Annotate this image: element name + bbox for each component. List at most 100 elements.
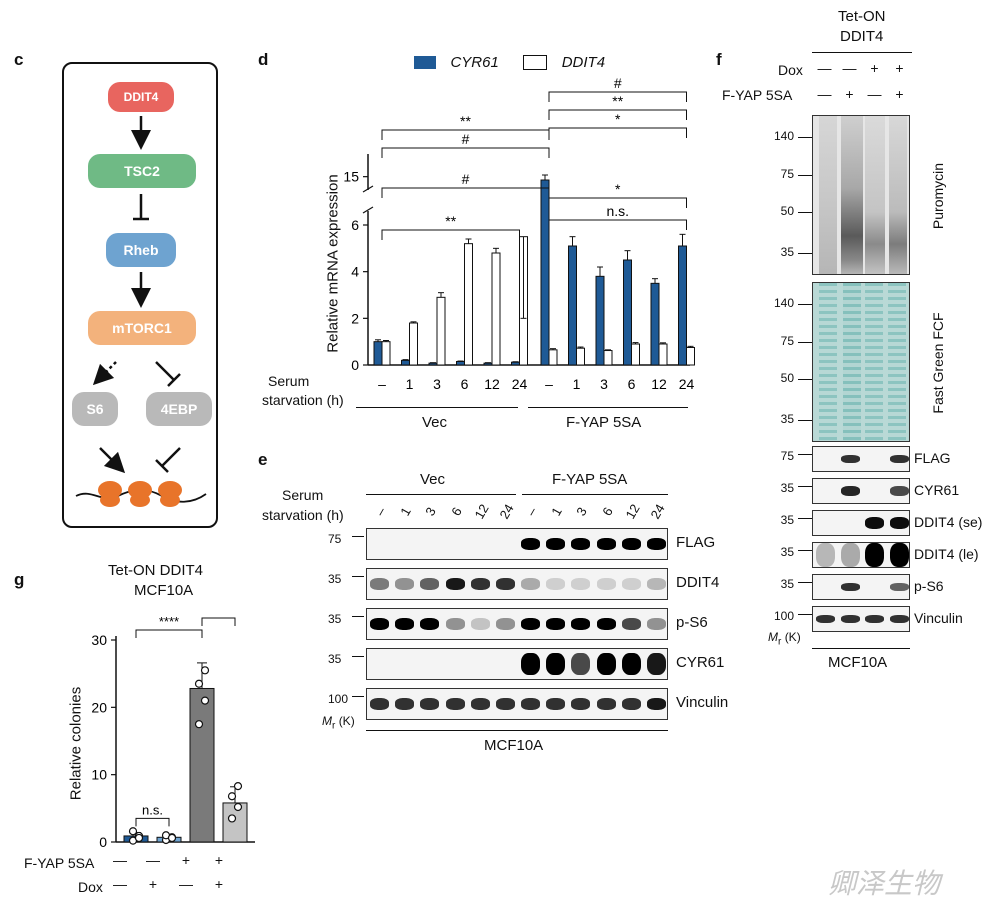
blot-mw-tick bbox=[798, 614, 812, 615]
blot-band bbox=[370, 618, 390, 630]
chart-d-group-line-vec bbox=[356, 407, 518, 408]
blot-band bbox=[571, 653, 591, 675]
blot-band bbox=[621, 578, 641, 590]
x-tick-label: 6 bbox=[628, 376, 636, 392]
blot-band bbox=[596, 538, 616, 550]
panel-letter-c: c bbox=[14, 50, 24, 69]
blot-band bbox=[621, 538, 641, 550]
blot-band bbox=[420, 698, 440, 710]
bar-cyr61 bbox=[456, 361, 465, 366]
blot-band bbox=[816, 543, 835, 567]
blot-strip bbox=[812, 606, 910, 632]
pathway-diagram bbox=[62, 62, 218, 528]
condition-yap: + bbox=[895, 86, 904, 102]
blot-f-conditions: ——++—+—+ bbox=[812, 60, 912, 110]
blot-mw-label: 35 bbox=[780, 545, 794, 559]
significance-label: ** bbox=[445, 213, 456, 229]
x-tick-label: 24 bbox=[679, 376, 695, 392]
blot-band bbox=[495, 618, 515, 630]
blot-f-title-line bbox=[812, 52, 912, 53]
chart-d-ylabel: Relative mRNA expression bbox=[324, 174, 342, 353]
lane-label: 24 bbox=[496, 501, 517, 522]
blot-band bbox=[621, 618, 641, 630]
blot-mw-tick bbox=[352, 656, 364, 657]
x-tick-label: 3 bbox=[433, 376, 441, 392]
blot-band bbox=[571, 578, 591, 590]
bar bbox=[189, 687, 215, 843]
blot-label: DDIT4 (se) bbox=[914, 514, 983, 530]
chart-d-group-line-yap bbox=[528, 407, 688, 408]
blot-strip bbox=[812, 542, 910, 568]
blot-band bbox=[495, 578, 515, 590]
blot-band bbox=[646, 538, 666, 550]
blot-band bbox=[889, 543, 909, 567]
blot-label: FLAG bbox=[676, 534, 716, 551]
significance-bracket bbox=[201, 617, 236, 626]
blot-mw-tick bbox=[798, 454, 812, 455]
blot-mw-label: 35 bbox=[328, 572, 342, 586]
blot-band bbox=[889, 455, 909, 463]
bar-cyr61 bbox=[623, 259, 632, 366]
blot-strip bbox=[812, 510, 910, 536]
bar-ddit4 bbox=[631, 343, 640, 366]
bar-ddit4 bbox=[436, 296, 446, 366]
blot-band bbox=[646, 653, 666, 675]
mw-label: 75 bbox=[780, 167, 794, 181]
data-point bbox=[194, 720, 204, 729]
significance-bracket bbox=[135, 629, 203, 638]
blot-e-cell-line: MCF10A bbox=[484, 737, 544, 754]
blot-band bbox=[840, 583, 860, 591]
lane-label: 3 bbox=[422, 504, 440, 519]
y-tick-label: 20 bbox=[91, 699, 107, 715]
significance-label: * bbox=[615, 181, 621, 197]
blot-label: p-S6 bbox=[914, 578, 944, 594]
legend-swatch-ddit4 bbox=[523, 55, 548, 71]
panel-letter-e: e bbox=[258, 450, 268, 469]
significance-label: n.s. bbox=[142, 802, 163, 817]
significance-label: ** bbox=[460, 113, 471, 129]
lane-label: – bbox=[523, 504, 540, 519]
significance-label: # bbox=[614, 75, 622, 91]
blot-strip bbox=[366, 688, 668, 720]
x-tick-label: 6 bbox=[461, 376, 469, 392]
blot-strip bbox=[366, 568, 668, 600]
mw-tick bbox=[798, 175, 812, 176]
lane-label: 12 bbox=[471, 501, 492, 522]
blot-band bbox=[621, 698, 641, 710]
pathway-node-ddit4: DDIT4 bbox=[108, 82, 174, 112]
mw-tick bbox=[798, 379, 812, 380]
significance-bracket bbox=[381, 147, 550, 158]
mw-tick bbox=[798, 342, 812, 343]
blot-f-mr-label: Mr (K) bbox=[768, 630, 801, 648]
data-point bbox=[233, 782, 243, 791]
arrow-dotted bbox=[92, 361, 117, 386]
condition-yap: — bbox=[867, 86, 882, 102]
blot-label: FLAG bbox=[914, 450, 951, 466]
condition-dox: — bbox=[817, 60, 832, 76]
blot-band bbox=[521, 578, 541, 590]
significance-bracket bbox=[381, 229, 520, 240]
condition-yap: + bbox=[214, 852, 224, 868]
chart-d-xrow-label-2: starvation (h) bbox=[262, 392, 344, 408]
y-tick-label: 6 bbox=[351, 217, 359, 233]
mw-tick bbox=[798, 253, 812, 254]
blot-e-row-label-1: Serum bbox=[282, 487, 324, 503]
mw-label: 35 bbox=[780, 412, 794, 426]
mw-label: 75 bbox=[780, 334, 794, 348]
bar-cyr61 bbox=[595, 275, 605, 366]
blot-e-baseline bbox=[366, 730, 668, 731]
chart-d-xrow-label-1: Serum bbox=[268, 373, 310, 389]
mw-label: 50 bbox=[780, 204, 794, 218]
y-tick-label: 30 bbox=[91, 632, 107, 648]
blot-mw-label: 35 bbox=[328, 652, 342, 666]
blot-label: CYR61 bbox=[676, 654, 725, 671]
inhibition-line bbox=[161, 447, 181, 467]
blot-e-top-label-yap: F-YAP 5SA bbox=[552, 471, 628, 488]
lane-label: 1 bbox=[397, 504, 415, 519]
data-point bbox=[128, 827, 138, 836]
blot-band bbox=[596, 698, 616, 710]
